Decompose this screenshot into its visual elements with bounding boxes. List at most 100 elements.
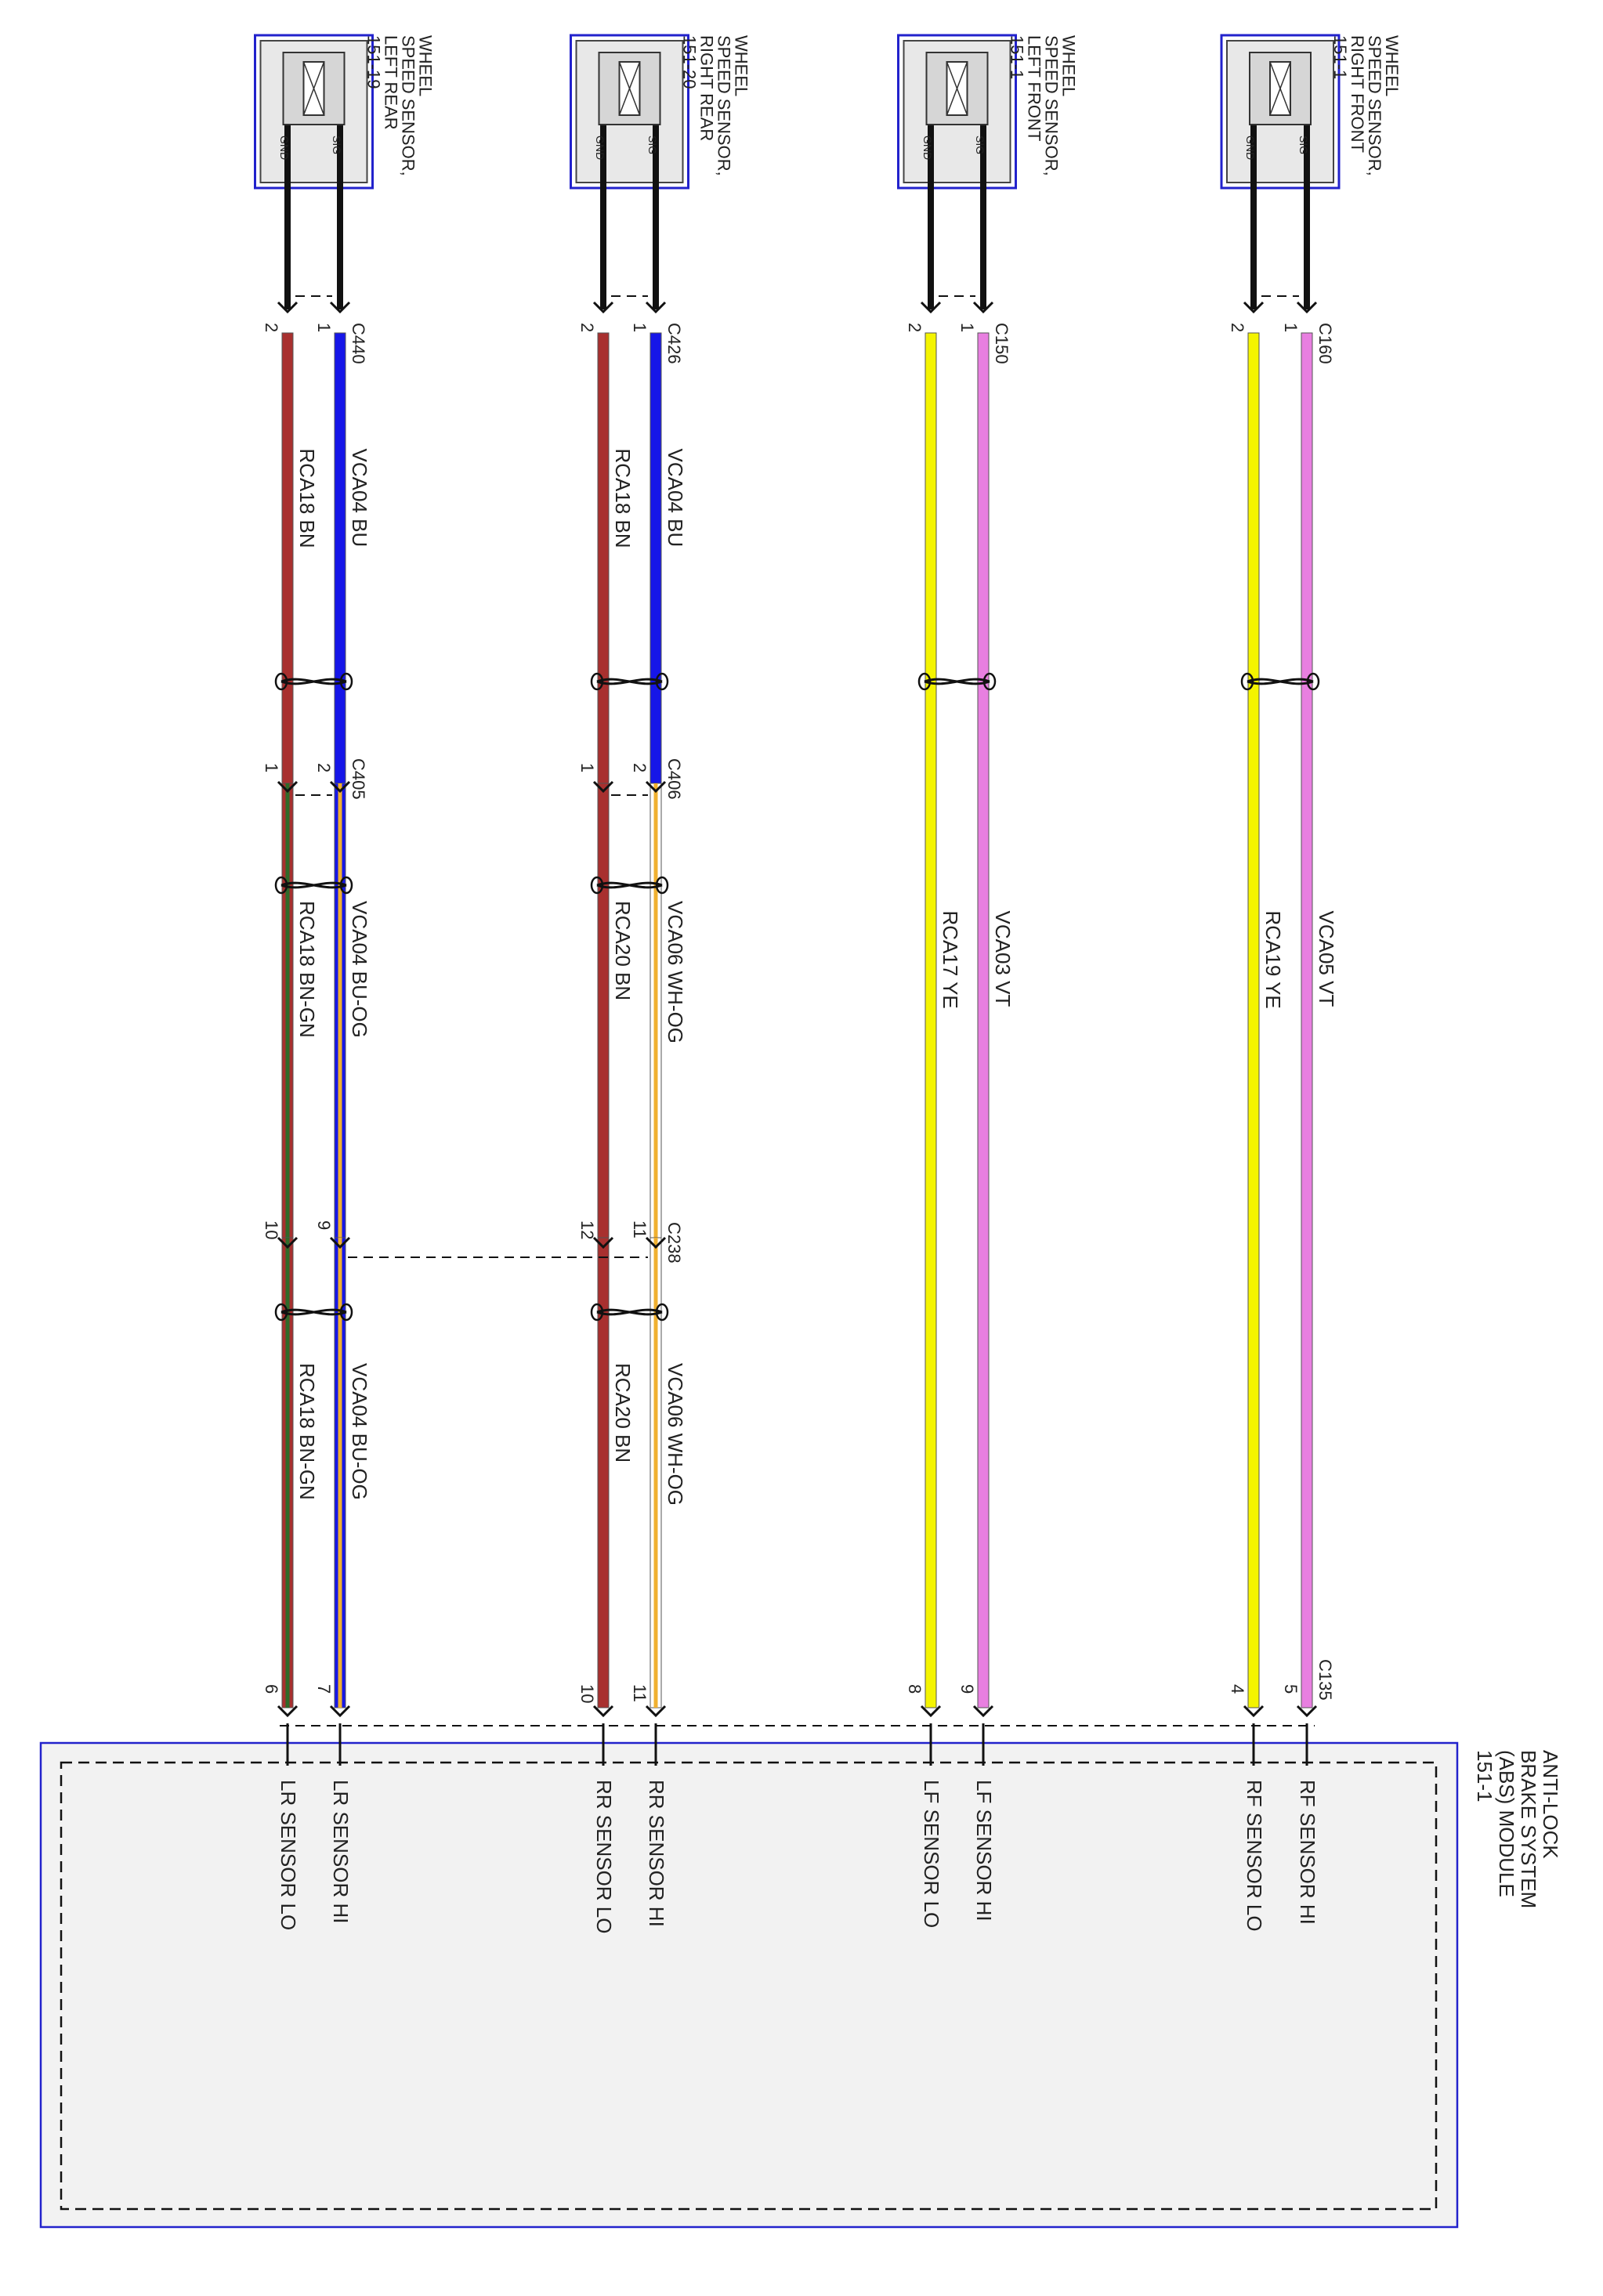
connector-arrow — [329, 780, 351, 794]
twisted-pair-marker — [596, 881, 663, 889]
wire-label-VCA04: VCA04 BU — [664, 449, 687, 548]
twisted-pair-marker — [1247, 678, 1314, 685]
sensor-gnd-label: GND — [921, 136, 934, 160]
connector-arrow — [329, 1236, 351, 1249]
connector-arrow — [645, 301, 667, 314]
connector-label-C406: C406 — [664, 758, 684, 800]
module-pin-label: LR SENSOR HI — [329, 1780, 353, 1924]
wire-label-VCA06: VCA06 WH-OG — [664, 1363, 687, 1506]
pin-number: 10 — [577, 1684, 597, 1703]
sensor-coil-icon — [302, 61, 325, 116]
sensor-label-right-rear: RIGHT REAR — [697, 35, 717, 141]
wire-RCA19 — [1247, 332, 1260, 1708]
pin-number: 2 — [905, 323, 925, 332]
pin-number: 6 — [262, 1684, 281, 1694]
wire-label-RCA20: RCA20 BN — [611, 1363, 635, 1463]
pin-number: 2 — [630, 763, 650, 772]
sensor-label-left-rear: LEFT REAR — [382, 35, 401, 130]
connector-arrow — [1296, 1705, 1318, 1718]
twisted-pair-marker-end — [1240, 672, 1254, 691]
wire-VCA05 — [1301, 332, 1313, 1708]
twisted-pair-marker-end — [590, 672, 604, 691]
wire-label-RCA19: RCA19 YE — [1261, 911, 1285, 1009]
wire-VCA06-stripe — [653, 1238, 658, 1708]
wire-label-RCA18: RCA18 BN — [611, 449, 635, 548]
connector-arrow — [277, 1705, 299, 1718]
sensor-sig-label: SIG — [646, 136, 659, 154]
connector-arrow — [329, 301, 351, 314]
connector-label-C440: C440 — [349, 323, 368, 364]
connector-arrow — [920, 1705, 942, 1718]
connector-arrow — [592, 780, 614, 794]
sensor-label-left-front: SPEED SENSOR, — [1042, 35, 1062, 176]
twisted-pair-marker-end — [339, 876, 353, 895]
sensor-label-left-front: WHEEL — [1059, 35, 1079, 96]
sensor-sig-label: SIG — [331, 136, 343, 154]
pin-number: 10 — [262, 1220, 281, 1239]
connector-arrow — [1296, 301, 1318, 314]
wire-RCA18-stripe — [285, 783, 290, 1238]
sensor-label-right-rear: SPEED SENSOR, — [715, 35, 734, 176]
connector-arrow — [645, 1705, 667, 1718]
connector-arrow — [592, 1236, 614, 1249]
pin-number: 1 — [577, 763, 597, 772]
pin-number: 2 — [262, 323, 281, 332]
sensor-label-left-front: LEFT FRONT — [1025, 35, 1044, 141]
twisted-pair-marker-end — [274, 1303, 288, 1322]
pin-number: 2 — [1228, 323, 1247, 332]
wire-RCA18 — [597, 332, 610, 784]
wire-label-RCA17: RCA17 YE — [939, 911, 962, 1009]
pin-number: 11 — [630, 1684, 650, 1702]
twisted-pair-marker-end — [655, 1303, 669, 1322]
connector-arrow — [592, 1705, 614, 1718]
wire-VCA04 — [334, 332, 346, 784]
sensor-label-right-rear: WHEEL — [732, 35, 751, 96]
twisted-pair-marker-end — [274, 876, 288, 895]
twisted-pair-marker — [924, 678, 990, 685]
twisted-pair-marker — [280, 881, 347, 889]
connector-label-C160: C160 — [1315, 323, 1335, 364]
connector-label-C238: C238 — [664, 1222, 684, 1264]
wire-RCA20 — [597, 783, 610, 1238]
sensor-coil-icon — [946, 61, 968, 116]
wire-RCA20 — [597, 1237, 610, 1708]
sensor-label-right-front: SPEED SENSOR, — [1365, 35, 1384, 176]
wire-label-VCA04: VCA04 BU-OG — [348, 901, 371, 1038]
sensor-label-left-front: 151-1 — [1008, 35, 1027, 79]
pin-number: 1 — [957, 323, 977, 332]
sensor-label-right-front: RIGHT FRONT — [1348, 35, 1367, 153]
pin-number: 5 — [1281, 1684, 1301, 1694]
sensor-coil-icon — [1269, 61, 1291, 116]
wire-label-VCA04: VCA04 BU-OG — [348, 1363, 371, 1500]
connector-arrow — [920, 301, 942, 314]
sensor-sig-label: SIG — [1297, 136, 1310, 154]
sensor-coil-icon — [618, 61, 641, 116]
pin-number: 12 — [577, 1220, 597, 1239]
connector-arrow — [1243, 1705, 1265, 1718]
twisted-pair-marker-end — [917, 672, 932, 691]
connector-arrow — [329, 1705, 351, 1718]
twisted-pair-marker — [280, 1308, 347, 1316]
connector-arrow — [972, 1705, 994, 1718]
pin-number: 8 — [905, 1684, 925, 1694]
sensor-gnd-label: GND — [1244, 136, 1257, 160]
module-pin-label: LF SENSOR LO — [920, 1780, 943, 1928]
sensor-label-left-rear: 151-19 — [364, 35, 384, 89]
twisted-pair-marker-end — [339, 672, 353, 691]
twisted-pair-marker-end — [590, 1303, 604, 1322]
twisted-pair-marker-end — [339, 1303, 353, 1322]
twisted-pair-marker-end — [1306, 672, 1320, 691]
wire-label-RCA18: RCA18 BN — [295, 449, 319, 548]
abs-module-inner-frame — [60, 1761, 1438, 2211]
sensor-label-right-front: WHEEL — [1382, 35, 1402, 96]
pin-number: 7 — [314, 1684, 334, 1694]
pin-number: 2 — [577, 323, 597, 332]
pin-number: 1 — [630, 323, 650, 332]
module-pin-label: RF SENSOR HI — [1296, 1780, 1319, 1925]
twisted-pair-marker-end — [655, 672, 669, 691]
wire-label-VCA06: VCA06 WH-OG — [664, 901, 687, 1043]
pin-number: 1 — [1281, 323, 1301, 332]
wire-VCA03 — [977, 332, 990, 1708]
connector-arrow — [592, 301, 614, 314]
